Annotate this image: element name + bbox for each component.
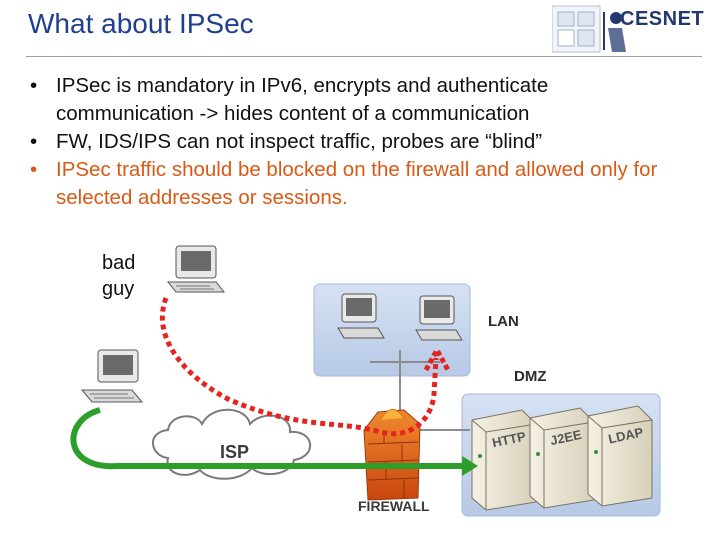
computer-icon-lan-2	[415, 295, 463, 341]
allowed-path-green	[70, 407, 470, 470]
firewall-icon	[363, 409, 421, 501]
bullet-item-2: • FW, IDS/IPS can not inspect traffic, p…	[30, 128, 690, 156]
server-icon-j2ee	[529, 407, 595, 509]
bullet-item-1: • IPSec is mandatory in IPv6, encrypts a…	[30, 72, 690, 128]
isp-cloud	[152, 408, 312, 480]
lan-label: LAN	[488, 313, 519, 330]
firewall-label: FIREWALL	[358, 498, 430, 514]
bullet-text: IPSec is mandatory in IPv6, encrypts and…	[56, 74, 549, 125]
arrow-head-green	[462, 456, 478, 476]
bullet-marker: •	[30, 74, 38, 97]
bad-guy-label-line: guy	[102, 278, 135, 300]
slide-title: What about IPSec	[28, 8, 254, 39]
cesnet-logo	[552, 5, 626, 53]
bullet-list: • IPSec is mandatory in IPv6, encrypts a…	[30, 72, 690, 212]
title-divider	[26, 56, 702, 57]
computer-icon-outside	[80, 349, 144, 403]
blocked-path-red	[159, 297, 439, 437]
isp-label: ISP	[220, 442, 250, 462]
bullet-marker: •	[30, 158, 38, 181]
server-icon-ldap	[587, 405, 653, 507]
bullet-text: FW, IDS/IPS can not inspect traffic, pro…	[56, 130, 543, 153]
computer-icon-bad-guy	[166, 245, 226, 293]
cesnet-logo-text: CESNET	[620, 8, 705, 30]
bad-guy-label: bad guy	[102, 250, 135, 302]
bullet-item-3: • IPSec traffic should be blocked on the…	[30, 156, 690, 212]
computer-icon-lan-1	[337, 293, 385, 339]
bullet-marker: •	[30, 130, 38, 153]
network-diagram	[70, 245, 661, 517]
server-icon-http	[471, 409, 537, 511]
bad-guy-label-line: bad	[102, 252, 136, 274]
dmz-label: DMZ	[514, 368, 547, 385]
bullet-text: IPSec traffic should be blocked on the f…	[56, 158, 658, 209]
